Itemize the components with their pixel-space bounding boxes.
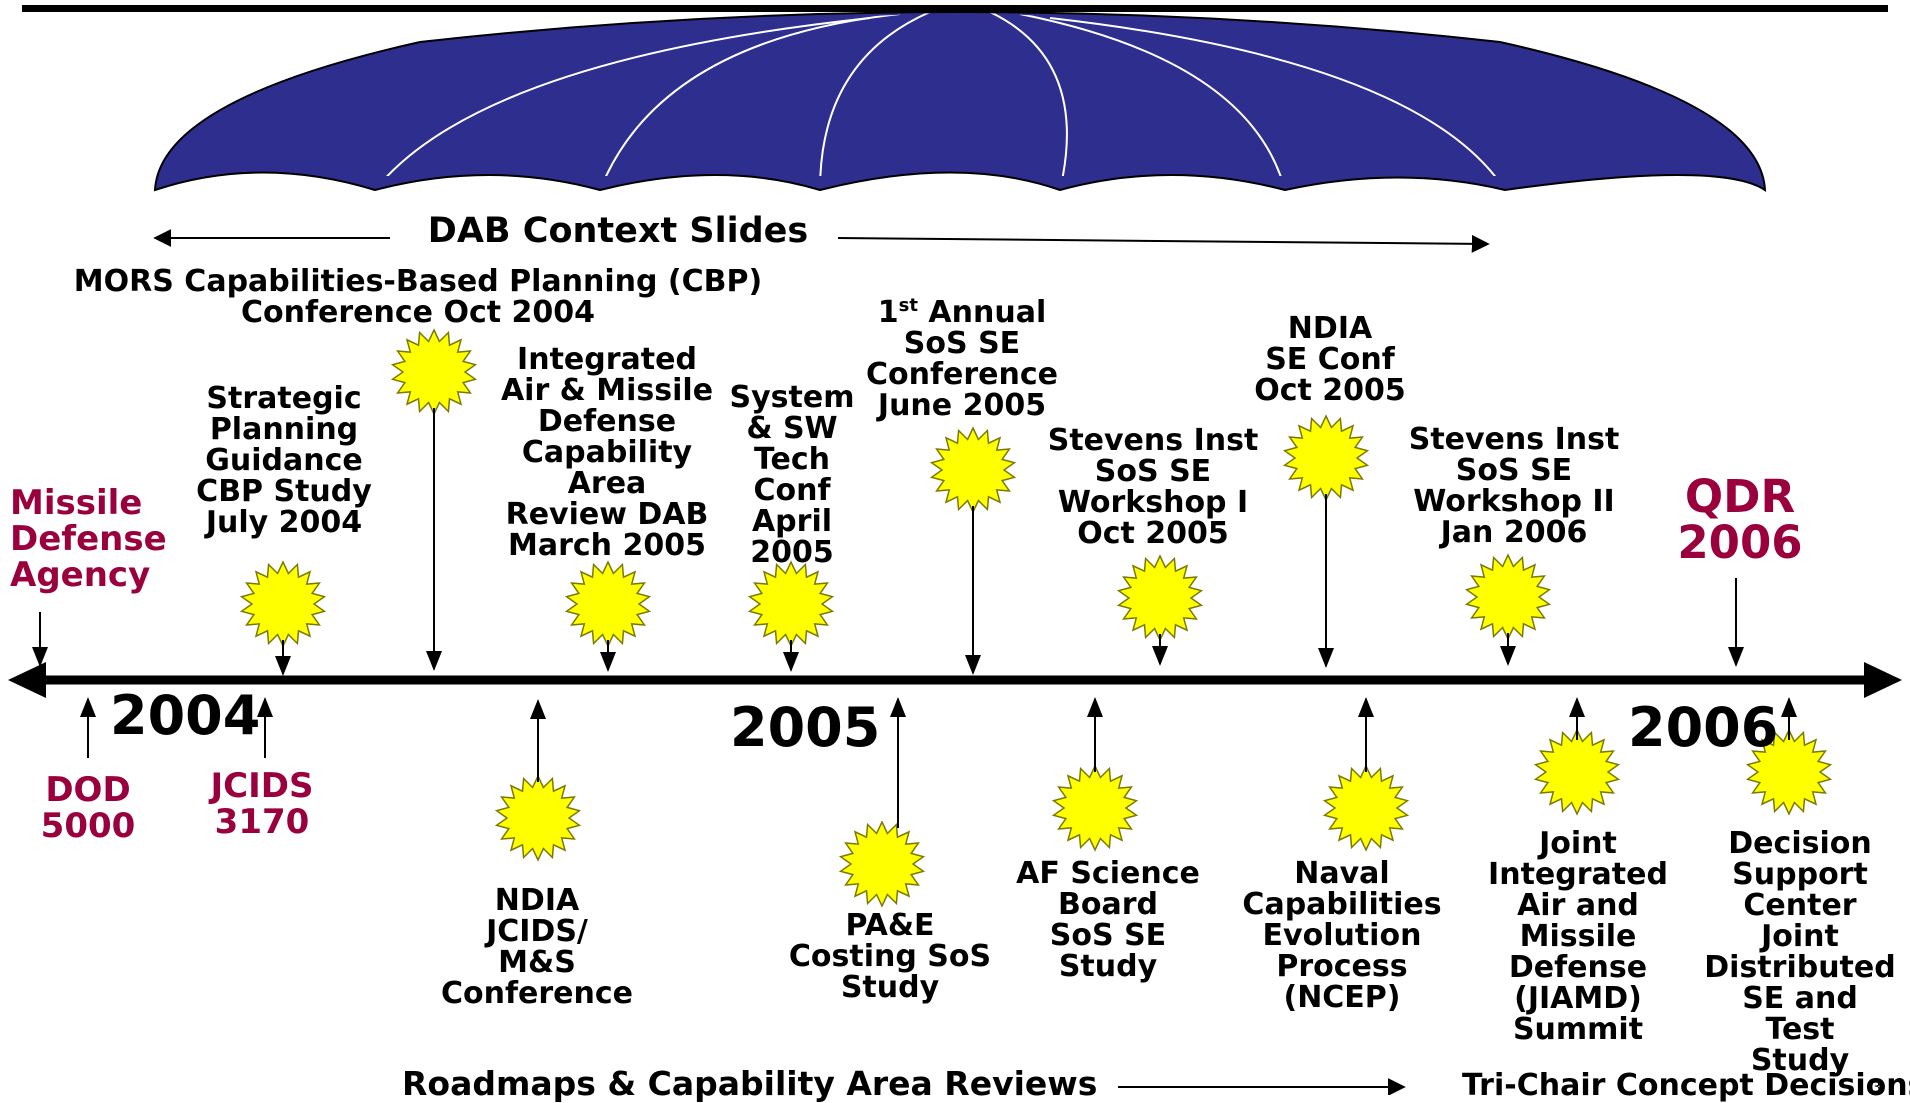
starburst-icon-system-sw [747,560,835,648]
event-iamd-review: Integrated Air & Missile Defense Capabil… [500,342,714,563]
year-2006: 2006 [1628,696,1779,759]
event-mors-cbp: MORS Capabilities-Based Planning (CBP) C… [73,264,763,330]
starburst-icon-dsc [1745,728,1833,816]
starburst-icon-annual-conf [929,426,1017,514]
event-stevens-workshop-2: Stevens Inst SoS SE Workshop II Jan 2006 [1408,422,1620,550]
event-dod-5000: DOD 5000 [40,770,136,846]
event-jcids-3170: JCIDS 3170 [210,766,314,842]
starburst-icon-ndia-jcids [494,774,582,862]
starburst-icon-jiamd [1533,728,1621,816]
roadmaps-label: Roadmaps & Capability Area Reviews [402,1064,1098,1103]
event-missile-defense-agency: Missile Defense Agency [10,483,167,595]
dab-arrow-right [837,234,1490,253]
canopy-umbrella [153,11,1767,192]
starburst-icon-mors [390,328,478,416]
starburst-icon-strategic-planning [239,560,327,648]
event-naval-ncep: Naval Capabilities Evolution Process (NC… [1242,856,1442,1015]
dab-context-label: DAB Context Slides [427,211,809,251]
event-jiamd-summit: Joint Integrated Air and Missile Defense… [1488,826,1668,1047]
event-system-sw-conf: System & SW Tech Conf April 2005 [729,380,855,570]
starburst-icon-af [1051,764,1139,852]
event-pae-costing: PA&E Costing SoS Study [788,908,992,1005]
event-qdr-2006: QDR 2006 [1677,470,1803,569]
starburst-icon-pae [838,820,926,908]
event-decision-support-center: Decision Support Center Joint Distribute… [1704,826,1896,1078]
year-2005: 2005 [730,696,881,759]
tri-chair-label: Tri-Chair Concept Decisions [1462,1068,1910,1103]
page-number: 3 [1872,1080,1881,1096]
event-stevens-workshop-1: Stevens Inst SoS SE Workshop I Oct 2005 [1047,423,1259,551]
top-rule [22,5,1888,12]
starburst-icon-ncep [1322,764,1410,852]
timeline-arrowhead-left [8,662,46,698]
event-af-science-board: AF Science Board SoS SE Study [1016,856,1200,984]
starburst-icon-iamd [564,560,652,648]
event-ndia-jcids-ms: NDIA JCIDS/ M&S Conference [440,883,634,1011]
year-2004: 2004 [110,684,261,747]
timeline-arrowhead-right [1864,662,1902,698]
event-annual-sos-se-conf: 1st Annual SoS SE Conference June 2005 [865,295,1059,423]
event-strategic-planning: Strategic Planning Guidance CBP Study Ju… [196,381,372,540]
event-ndia-se-conf: NDIA SE Conf Oct 2005 [1254,311,1406,408]
starburst-icon-ndia-se [1282,414,1370,502]
starburst-icon-stevens-1 [1116,554,1204,642]
starburst-icon-stevens-2 [1464,553,1552,641]
